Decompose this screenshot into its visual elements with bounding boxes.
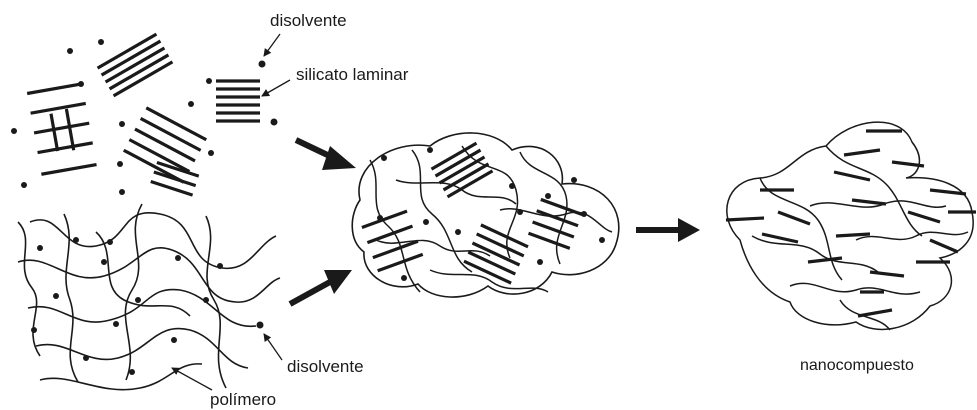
silicate-stack <box>124 108 207 182</box>
nanocomposite <box>726 122 976 330</box>
solvent-label-top: disolvente <box>270 11 347 30</box>
silicate-stack <box>98 34 173 96</box>
process-arrow <box>636 218 700 242</box>
process-arrow <box>296 140 356 170</box>
solvent-pointer-arrow <box>264 34 280 56</box>
polymer-pointer-arrow <box>172 368 212 390</box>
silicate-stack <box>216 81 260 121</box>
polymer-label: polímero <box>210 390 276 409</box>
solvent-label-bottom: disolvente <box>287 357 364 376</box>
silicate-label: silicato laminar <box>296 65 409 84</box>
solvent-pointer-arrow <box>264 334 282 360</box>
silicate-dispersion <box>27 34 260 195</box>
intercalated-mixture <box>352 133 619 297</box>
exfoliated-layers <box>726 131 976 316</box>
silicate-stack <box>27 84 96 174</box>
nanocomposite-label: nanocompuesto <box>800 357 914 374</box>
silicate-pointer-arrow <box>262 80 290 96</box>
process-arrow <box>290 270 352 304</box>
